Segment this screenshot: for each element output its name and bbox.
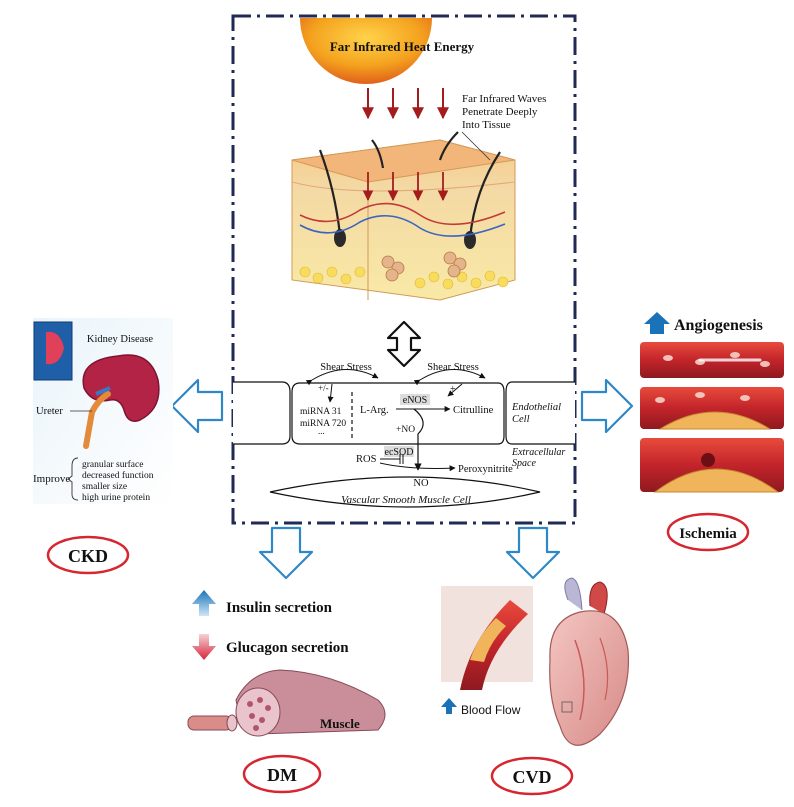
ckd-oval — [46, 535, 130, 575]
mirna-720: miRNA 720 — [300, 419, 346, 429]
endothelial-label-1: Endothelial — [511, 402, 561, 413]
waves-caption-line3: Into Tissue — [462, 119, 511, 131]
mirna-31: miRNA 31 — [300, 407, 342, 417]
bidirectional-arrow-icon — [386, 320, 422, 368]
vascular-smooth-muscle-cell-shape — [269, 476, 541, 508]
waves-caption-line2: Penetrate Deeply — [462, 106, 538, 118]
muscle-label: Muscle — [320, 716, 360, 731]
ischemia-label: Ischemia — [679, 526, 737, 542]
glucagon-down-arrow-icon — [192, 634, 216, 660]
arrow-to-ckd-icon — [170, 378, 224, 434]
endothelial-label-2: Cell — [512, 414, 530, 425]
far-infrared-title: Far Infrared Heat Energy — [330, 39, 475, 54]
kidney-panel — [33, 318, 173, 504]
improve-label: Improve — [33, 473, 70, 485]
mirna-more: ... — [318, 426, 325, 436]
plus-no: +NO — [396, 425, 415, 435]
endothelial-cell-strip — [233, 381, 575, 445]
no-label: NO — [413, 478, 429, 489]
improve-item-2: decreased function — [82, 470, 154, 481]
shear-stress-left: Shear Stress — [320, 362, 372, 373]
angiogenesis-up-arrow-icon — [644, 312, 670, 334]
improve-item-1: granular surface — [82, 459, 143, 470]
arrow-to-ischemia-icon — [580, 378, 634, 434]
dm-label: DM — [267, 765, 297, 785]
cvd-label: CVD — [513, 767, 552, 787]
blood-vessel-illustration — [441, 586, 533, 690]
ckd-label: CKD — [68, 546, 108, 566]
ecsod-label: ecSOD — [385, 447, 414, 458]
shear-stress-right: Shear Stress — [427, 362, 479, 373]
improve-item-4: high urine protein — [82, 493, 150, 503]
angiogenesis-label: Angiogenesis — [674, 317, 763, 334]
citrulline-label: Citrulline — [453, 405, 494, 416]
dm-oval — [242, 754, 322, 794]
kidney-disease-heading: Kidney Disease — [87, 334, 154, 345]
enos-label: eNOS — [403, 395, 427, 406]
cvd-oval — [490, 756, 574, 796]
infrared-wave-arrows — [362, 88, 449, 120]
ischemia-oval — [666, 512, 750, 552]
heart-illustration — [549, 577, 630, 746]
extracellular-label-1: Extracellular — [511, 447, 565, 458]
plus-minus-sign: +/- — [318, 383, 329, 393]
arrow-to-cvd-icon — [505, 526, 561, 580]
plus-sign-right: + — [450, 384, 456, 395]
muscle-illustration — [187, 669, 386, 737]
waves-caption-line1: Far Infrared Waves — [462, 93, 546, 105]
insulin-up-arrow-icon — [192, 590, 216, 616]
extracellular-label-2: Space — [512, 458, 536, 469]
skin-tissue-illustration — [291, 131, 516, 301]
ros-label: ROS — [356, 454, 377, 465]
ureter-label: Ureter — [36, 406, 63, 417]
central-frame — [231, 14, 577, 525]
l-arginine: L-Arg. — [360, 405, 389, 416]
peroxynitrite-label: Peroxynitrite — [458, 464, 513, 475]
sun-icon — [300, 18, 432, 84]
glucagon-secretion-label: Glucagon secretion — [226, 640, 349, 656]
blood-flow-label: Blood Flow — [461, 703, 521, 717]
improve-item-3: smaller size — [82, 482, 127, 492]
artery-illustrations — [640, 342, 784, 493]
blood-flow-up-arrow-icon — [441, 698, 457, 714]
vsmc-label: Vascular Smooth Muscle Cell — [341, 494, 471, 506]
kidney-icon — [82, 354, 160, 449]
arrow-to-dm-icon — [258, 526, 314, 580]
insulin-secretion-label: Insulin secretion — [226, 600, 333, 616]
